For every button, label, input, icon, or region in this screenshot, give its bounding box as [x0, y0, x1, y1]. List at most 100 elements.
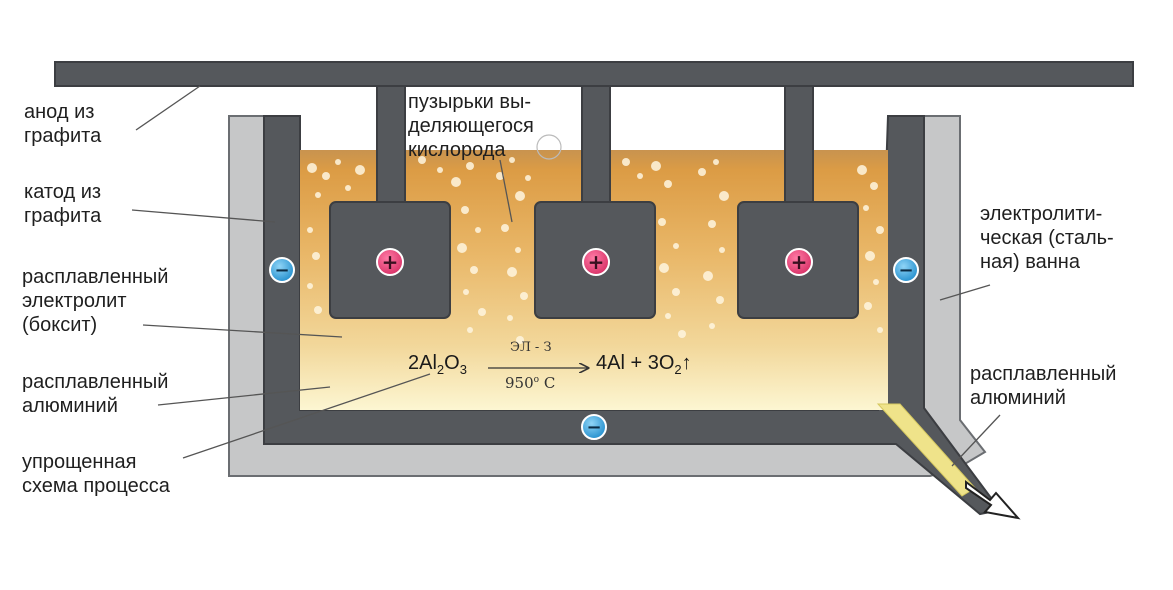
label-aluminum-right-line1: расплавленный	[970, 363, 1117, 385]
oxygen-bubble	[877, 327, 883, 333]
svg-text:+: +	[382, 250, 399, 274]
oxygen-bubble	[708, 220, 716, 228]
oxygen-bubble	[719, 191, 729, 201]
oxygen-bubble	[651, 161, 661, 171]
oxygen-bubble	[355, 165, 365, 175]
label-electrolyte: расплавленный электролит (боксит)	[22, 265, 168, 337]
oxygen-bubble	[314, 306, 322, 314]
anode-stem-1	[376, 85, 406, 205]
label-aluminum-left-line1: расплавленный	[22, 371, 169, 393]
label-bath-line2: ческая (сталь-	[980, 227, 1114, 249]
leader-cathode	[131, 209, 276, 223]
anode-stem-3	[784, 85, 814, 205]
bubble-callout-circle	[536, 134, 562, 160]
oxygen-bubble	[509, 157, 515, 163]
leader-bubbles	[499, 159, 513, 223]
oxygen-bubble	[307, 227, 313, 233]
oxygen-bubble	[622, 158, 630, 166]
plus-sign-2: +	[582, 248, 610, 276]
label-anode-line2: графита	[24, 125, 102, 147]
oxygen-bubble	[467, 327, 473, 333]
oxygen-bubble	[637, 173, 643, 179]
svg-text:−: −	[898, 260, 913, 281]
oxygen-bubble	[418, 156, 426, 164]
oxygen-bubble	[470, 266, 478, 274]
oxygen-bubble	[312, 252, 320, 260]
label-bubbles-line2: деляющегося	[408, 115, 534, 137]
oxygen-bubble	[437, 167, 443, 173]
label-cathode-line2: графита	[24, 205, 102, 227]
label-aluminum-left-line2: алюминий	[22, 395, 118, 417]
oxygen-bubble	[507, 267, 517, 277]
label-bath-line3: ная) ванна	[980, 251, 1080, 273]
label-electrolyte-line3: (боксит)	[22, 314, 98, 336]
eq-above-arrow-text: ЭЛ - З	[510, 340, 552, 355]
plus-sign-1: +	[376, 248, 404, 276]
oxygen-bubble	[525, 175, 531, 181]
label-electrolyte-line2: электролит	[22, 290, 127, 312]
oxygen-bubble	[873, 279, 879, 285]
oxygen-bubble	[307, 283, 313, 289]
eq-reactant-al: 2Al	[408, 352, 437, 374]
oxygen-bubble	[501, 224, 509, 232]
minus-sign-left: −	[269, 257, 295, 283]
leader-lines	[131, 85, 1001, 467]
oxygen-bubble	[315, 192, 321, 198]
oxygen-bubble	[863, 205, 869, 211]
eq-reactant-sub1: 2	[436, 362, 445, 377]
oxygen-bubble	[461, 206, 469, 214]
oxygen-bubble	[322, 172, 330, 180]
label-bubbles-line1: пузырьки вы-	[408, 91, 532, 113]
svg-text:−: −	[586, 417, 601, 438]
equation-above-arrow: ЭЛ - З	[510, 340, 552, 355]
oxygen-bubble	[709, 323, 715, 329]
label-aluminum-right-line2: алюминий	[970, 387, 1066, 409]
oxygen-bubble	[516, 336, 524, 344]
leader-bath	[939, 284, 991, 301]
oxygen-bubble	[719, 247, 725, 253]
eq-degree: o	[533, 375, 540, 385]
oxygen-bubble	[451, 177, 461, 187]
label-scheme: упрощенная схема процесса	[22, 450, 170, 498]
anode-stem-2	[581, 85, 611, 205]
svg-text:+: +	[588, 250, 605, 274]
eq-product-sub: 2	[674, 362, 682, 377]
label-bath-line1: электролити-	[980, 203, 1103, 225]
oxygen-bubble	[658, 218, 666, 226]
oxygen-bubble	[865, 251, 875, 261]
equation-below-arrow: 950o C	[505, 374, 555, 392]
oxygen-bubble	[665, 313, 671, 319]
oxygen-bubble	[703, 271, 713, 281]
svg-text:−: −	[274, 260, 289, 281]
oxygen-bubble	[857, 165, 867, 175]
oxygen-bubble	[876, 226, 884, 234]
oxygen-bubble	[659, 263, 669, 273]
label-anode: анод из графита	[24, 100, 101, 148]
leader-anode	[135, 85, 201, 131]
oxygen-bubble	[345, 185, 351, 191]
oxygen-bubble	[507, 315, 513, 321]
label-anode-line1: анод из	[24, 101, 95, 123]
label-scheme-line2: схема процесса	[22, 475, 170, 497]
oxygen-bubble	[864, 302, 872, 310]
oxygen-bubble	[664, 180, 672, 188]
plus-sign-3: +	[785, 248, 813, 276]
label-bath: электролити- ческая (сталь- ная) ванна	[980, 202, 1114, 274]
minus-sign-bottom: −	[581, 414, 607, 440]
oxygen-bubble	[478, 308, 486, 316]
leader-scheme	[182, 373, 431, 459]
eq-temperature: 950	[505, 374, 534, 392]
oxygen-bubble	[716, 296, 724, 304]
eq-reactant-sub2: 3	[459, 362, 467, 377]
svg-text:+: +	[791, 250, 808, 274]
label-aluminum-left: расплавленный алюминий	[22, 370, 168, 418]
equation-product: 4Al + 3O2↑	[596, 352, 692, 377]
oxygen-bubble	[520, 292, 528, 300]
minus-sign-right: −	[893, 257, 919, 283]
oxygen-bubble	[713, 159, 719, 165]
leader-aluminum-right	[951, 414, 1001, 467]
label-aluminum-right: расплавленный алюминий	[970, 362, 1116, 410]
anode-bar	[54, 61, 1134, 87]
eq-product: 4Al + 3O	[596, 352, 675, 374]
equation-reactant: 2Al2O3	[408, 352, 467, 377]
